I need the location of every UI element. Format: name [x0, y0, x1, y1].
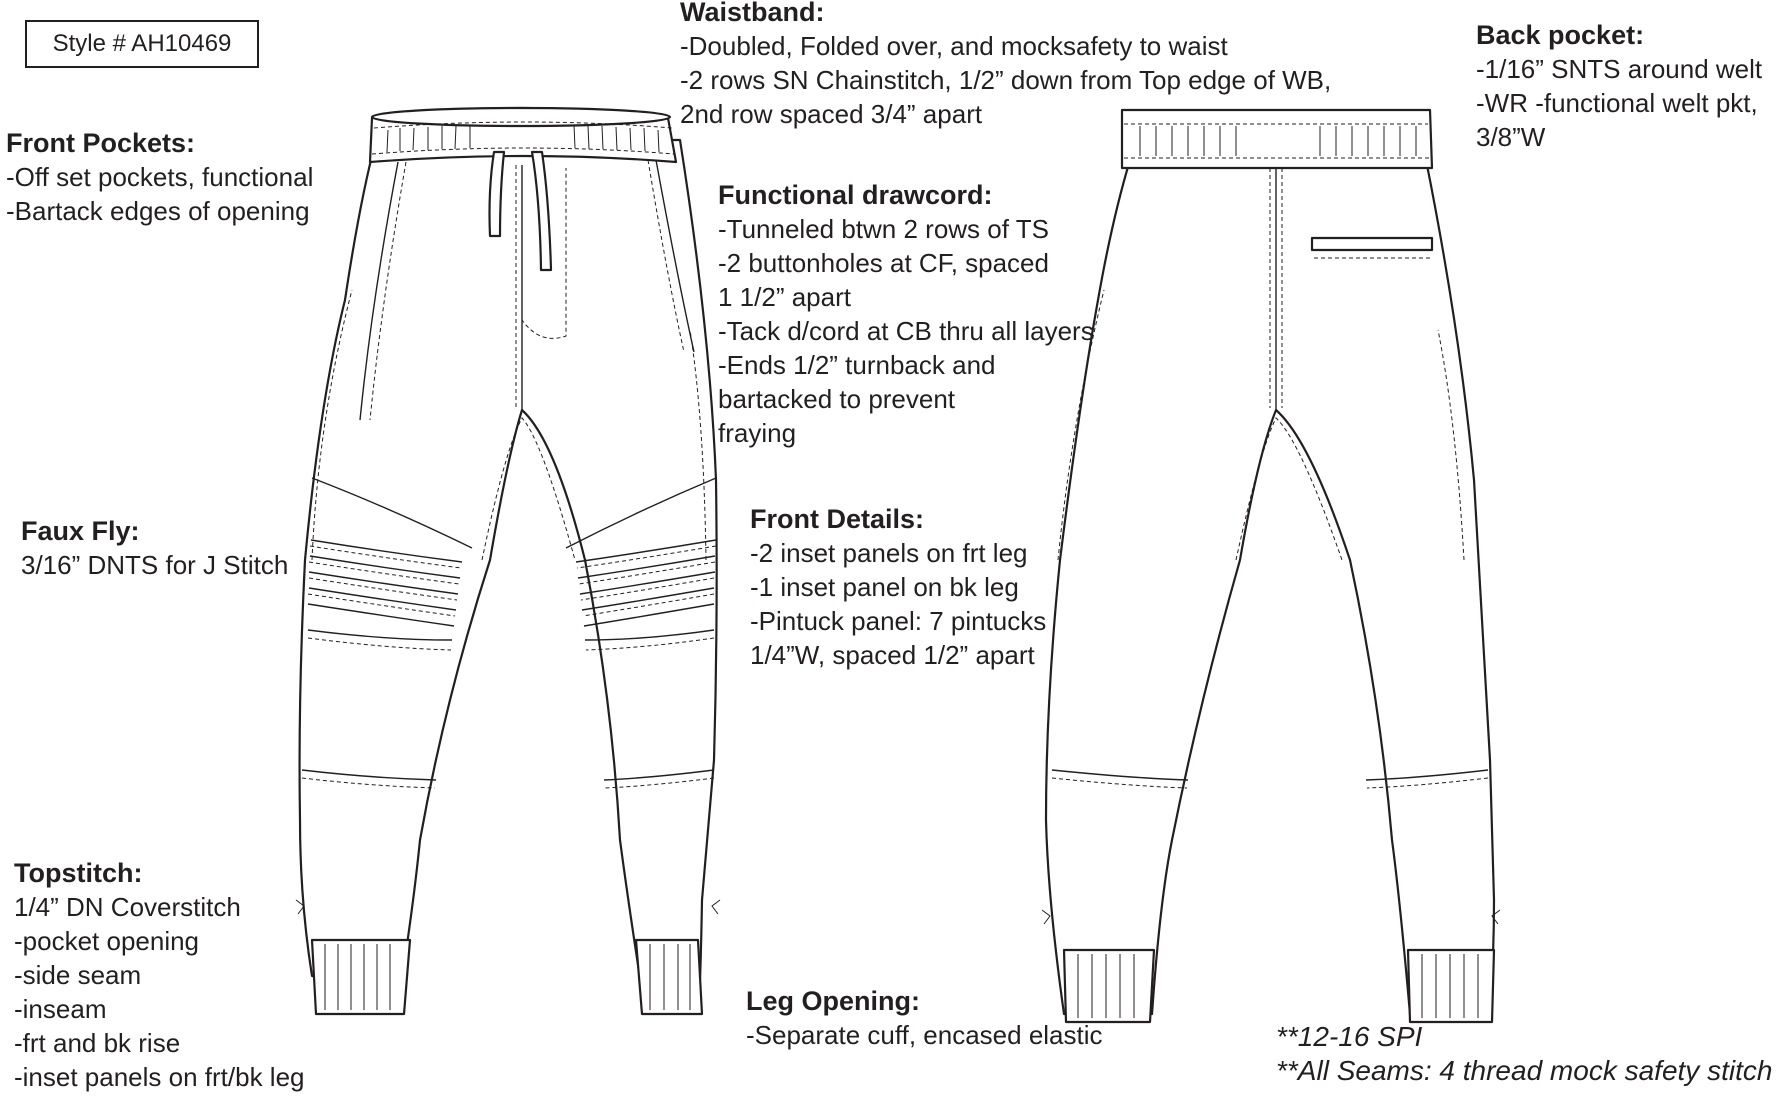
back-waistband: [1120, 108, 1434, 170]
drawcord-line-3: 1 1/2” apart: [718, 282, 851, 312]
front-drawcord-left: [488, 150, 506, 238]
drawcord-line-6: bartacked to prevent: [718, 384, 956, 414]
back-knee-seam-left: [1051, 769, 1189, 781]
back-knee-seam-right: [1365, 769, 1489, 781]
leg-opening-line-1: -Separate cuff, encased elastic: [746, 1020, 1103, 1050]
drawcord-line-5: -Ends 1/2” turnback and: [718, 350, 996, 380]
back-pocket-heading: Back pocket:: [1476, 20, 1645, 50]
back-cuff-left: [1062, 948, 1156, 1024]
waistband-line-1: -Doubled, Folded over, and mocksafety to…: [680, 31, 1228, 61]
front-details-heading: Front Details:: [750, 504, 925, 534]
back-body-outline: [1044, 158, 1496, 1016]
waistband-heading: Waistband:: [680, 0, 825, 27]
faux-fly-line-1: 3/16” DNTS for J Stitch: [21, 550, 289, 580]
drawcord-line-2: -2 buttonholes at CF, spaced: [718, 248, 1049, 278]
front-body-outline: [298, 138, 718, 982]
style-number-box: Style # AH10469: [25, 20, 259, 68]
drawcord-line-7: fraying: [718, 418, 797, 448]
front-details-line-4: 1/4”W, spaced 1/2” apart: [750, 640, 1035, 670]
front-cuff-left: [310, 938, 412, 1016]
front-pockets-callout: Front Pockets: -Off set pockets, functio…: [6, 126, 313, 228]
waistband-line-2: -2 rows SN Chainstitch, 1/2” down from T…: [680, 65, 1332, 95]
drawcord-heading: Functional drawcord:: [718, 180, 993, 210]
faux-fly-heading: Faux Fly:: [21, 516, 140, 546]
drawcord-line-4: -Tack d/cord at CB thru all layers: [718, 316, 1094, 346]
back-pocket-line-2: -WR -functional welt pkt,: [1476, 88, 1758, 118]
front-details-line-3: -Pintuck panel: 7 pintucks: [750, 606, 1047, 636]
front-pocket-left: [359, 161, 399, 421]
back-pocket-line-3: 3/8”W: [1476, 122, 1546, 152]
back-welt-pocket: [1310, 236, 1434, 252]
waistband-callout: Waistband: -Doubled, Folded over, and mo…: [680, 0, 1331, 131]
front-view-pants: [295, 106, 721, 1016]
back-cuff-right: [1406, 948, 1496, 1024]
topstitch-line-2: -pocket opening: [14, 926, 200, 956]
front-pocket-right: [655, 159, 695, 353]
leg-opening-callout: Leg Opening: -Separate cuff, encased ela…: [746, 984, 1103, 1052]
back-pocket-line-1: -1/16” SNTS around welt: [1476, 54, 1763, 84]
front-pockets-heading: Front Pockets:: [6, 128, 196, 158]
topstitch-line-3: -side seam: [14, 960, 142, 990]
front-drawcord-right: [530, 150, 553, 272]
front-details-callout: Front Details: -2 inset panels on frt le…: [750, 502, 1046, 672]
topstitch-line-1: 1/4” DN Coverstitch: [14, 892, 241, 922]
topstitch-line-6: -inset panels on frt/bk leg: [14, 1062, 305, 1092]
front-details-line-1: -2 inset panels on frt leg: [750, 538, 1028, 568]
front-details-line-2: -1 inset panel on bk leg: [750, 572, 1019, 602]
drawcord-line-1: -Tunneled btwn 2 rows of TS: [718, 214, 1049, 244]
front-lower-seam-right: [603, 769, 715, 781]
front-cuff-right: [634, 938, 704, 1016]
front-knee-panel-left: [311, 477, 473, 549]
topstitch-line-4: -inseam: [14, 994, 107, 1024]
faux-fly-callout: Faux Fly: 3/16” DNTS for J Stitch: [21, 514, 288, 582]
back-view-pants: [1041, 108, 1501, 1024]
front-pockets-line-1: -Off set pockets, functional: [6, 162, 314, 192]
front-knee-panel-right: [565, 477, 717, 549]
front-pockets-line-2: -Bartack edges of opening: [6, 196, 310, 226]
topstitch-heading: Topstitch:: [14, 858, 143, 888]
back-pocket-callout: Back pocket: -1/16” SNTS around welt -WR…: [1476, 18, 1762, 154]
front-waistband-top: [370, 106, 672, 128]
topstitch-line-5: -frt and bk rise: [14, 1028, 181, 1058]
spi-footnote: **12-16 SPI: [1276, 1021, 1423, 1052]
front-lower-seam-left: [301, 769, 437, 781]
leg-opening-heading: Leg Opening:: [746, 986, 920, 1016]
seams-footnote: **All Seams: 4 thread mock safety stitch: [1276, 1055, 1773, 1086]
waistband-line-3: 2nd row spaced 3/4” apart: [680, 99, 983, 129]
drawcord-callout: Functional drawcord: -Tunneled btwn 2 ro…: [718, 178, 1094, 450]
topstitch-callout: Topstitch: 1/4” DN Coverstitch -pocket o…: [14, 856, 305, 1094]
